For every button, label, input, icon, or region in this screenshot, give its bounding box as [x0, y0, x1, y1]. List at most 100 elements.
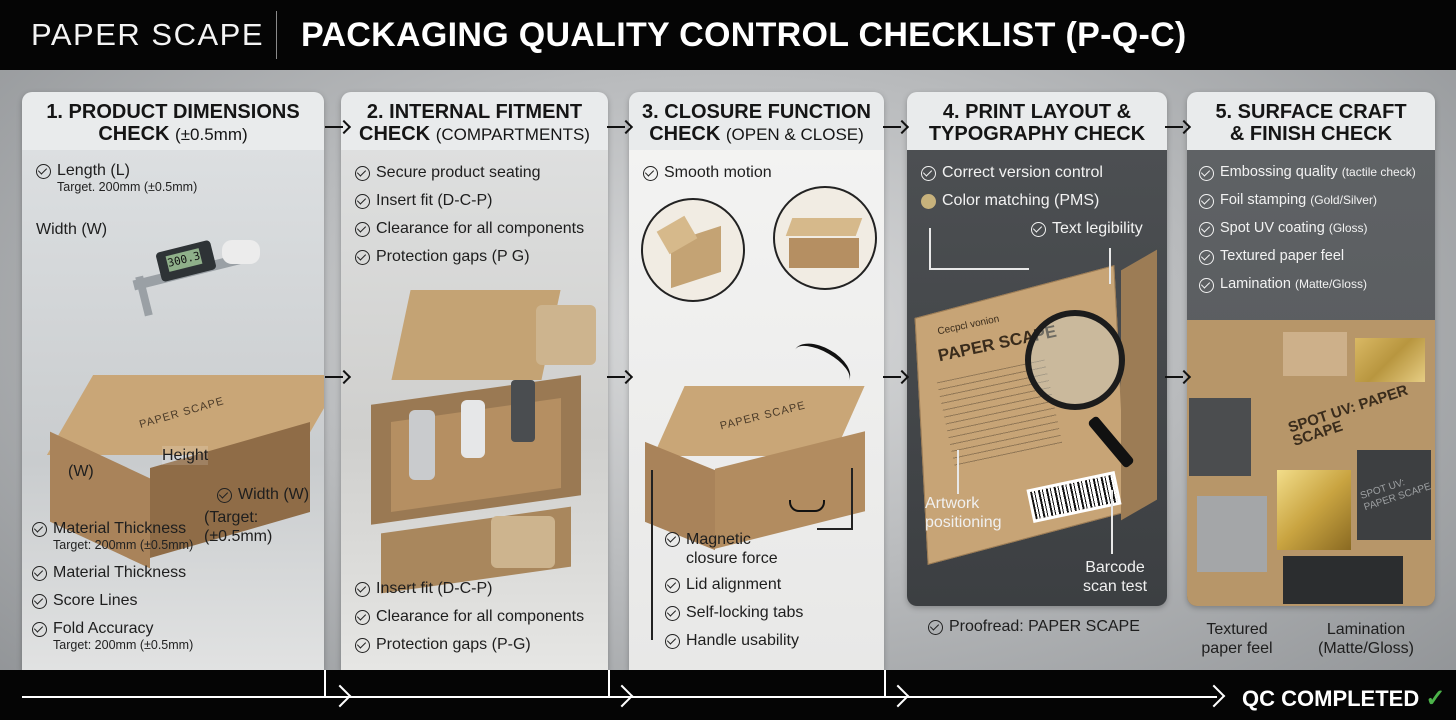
item-label: Insert fit (D-C-P): [376, 580, 493, 597]
check-item-version-control[interactable]: Correct version control: [921, 164, 1103, 182]
item-target: Target. 200mm (±0.5mm): [57, 180, 198, 194]
header-divider: [276, 11, 277, 59]
check-item-embossing[interactable]: Embossing quality (tactile check): [1199, 164, 1416, 181]
checkmark-icon: [36, 164, 51, 179]
checkmark-icon: [355, 610, 370, 625]
flow-arrow-icon: [607, 369, 634, 385]
flow-arrow-icon: [1202, 684, 1228, 708]
item-note: (tactile check): [1341, 165, 1416, 179]
check-item-proofread[interactable]: Proofread: PAPER SCAPE: [928, 618, 1140, 636]
checkmark-icon: [32, 566, 47, 581]
check-item-lid-alignment[interactable]: Lid alignment: [665, 576, 781, 594]
flow-arrow-icon: [325, 369, 352, 385]
check-item-score-lines[interactable]: Score Lines: [32, 592, 138, 610]
panel-title: 3. CLOSURE FUNCTION CHECK (OPEN & CLOSE): [629, 92, 884, 150]
item-label: Embossing quality: [1220, 164, 1338, 180]
flow-connector: [324, 670, 326, 697]
flow-connector: [608, 670, 610, 697]
check-item-fold-accuracy[interactable]: Fold Accuracy Target: 200mm (±0.5mm): [32, 620, 193, 652]
panel-title-line2: & FINISH CHECK: [1229, 123, 1393, 145]
check-item-lamination[interactable]: Lamination (Matte/Gloss): [1199, 276, 1367, 293]
check-item-spot-uv[interactable]: Spot UV coating (Gloss): [1199, 220, 1368, 237]
panel-title-line1: 1. PRODUCT DIMENSIONS: [46, 101, 300, 123]
flow-arrow-icon: [1165, 369, 1192, 385]
leaf-emboss-swatch: [1189, 398, 1251, 476]
checkmark-icon: [665, 532, 680, 547]
check-item-protection-gaps[interactable]: Protection gaps (P G): [355, 248, 530, 266]
item-label: Color matching (PMS): [942, 192, 1100, 209]
item-label: Text legibility: [1052, 220, 1143, 237]
check-item-insert-fit-2[interactable]: Insert fit (D-C-P): [355, 580, 492, 598]
check-item-clearance[interactable]: Clearance for all components: [355, 220, 584, 238]
panel-title-line1: 5. SURFACE CRAFT: [1215, 101, 1407, 123]
item-label: Spot UV coating: [1220, 220, 1325, 236]
panel-title: 2. INTERNAL FITMENT CHECK (COMPARTMENTS): [341, 92, 608, 150]
panel-internal-fitment: 2. INTERNAL FITMENT CHECK (COMPARTMENTS)…: [341, 92, 608, 670]
panel-title-suffix: (COMPARTMENTS): [435, 125, 590, 144]
checkmark-icon: [921, 166, 936, 181]
item-label: Length (L): [57, 162, 130, 179]
checkmark-icon: [1199, 194, 1214, 209]
brand-logo: PAPER SCAPE: [31, 17, 265, 52]
page-title: PACKAGING QUALITY CONTROL CHECKLIST (P-Q…: [301, 15, 1187, 54]
check-item-width[interactable]: Width (W): [217, 486, 309, 504]
flow-arrow-icon: [328, 684, 354, 708]
flow-arrow-icon: [610, 684, 636, 708]
checkmark-icon: [355, 194, 370, 209]
item-label: Secure product seating: [376, 164, 541, 181]
item-label: Clearance for all components: [376, 608, 585, 625]
check-item-textured-paper[interactable]: Textured paper feel: [1199, 248, 1344, 265]
width-target: (Target: (±0.5mm): [204, 509, 273, 545]
panel-body: Secure product seating Insert fit (D-C-P…: [341, 150, 608, 670]
item-label: Self-locking tabs: [686, 604, 804, 621]
header-bar: PAPER SCAPE PACKAGING QUALITY CONTROL CH…: [0, 0, 1456, 70]
checkmark-icon: [643, 166, 658, 181]
check-item-color-matching[interactable]: Color matching (PMS): [921, 192, 1099, 210]
height-label: Height: [162, 446, 209, 465]
check-item-handle-usability[interactable]: Handle usability: [665, 632, 799, 650]
checkmark-icon: [355, 250, 370, 265]
panel-title: 4. PRINT LAYOUT & TYPOGRAPHY CHECK: [907, 92, 1167, 150]
item-label: Score Lines: [53, 592, 138, 609]
checkmark-icon: [928, 620, 943, 635]
connector-line: [651, 470, 653, 640]
panel-title-suffix: (OPEN & CLOSE): [725, 125, 864, 144]
connector-line: [1111, 490, 1113, 554]
check-item-magnetic-closure[interactable]: Magnetic closure force: [665, 530, 805, 568]
check-item-smooth-motion[interactable]: Smooth motion: [643, 164, 772, 182]
gold-foil-swatch-large: [1277, 470, 1351, 550]
check-item-text-legibility[interactable]: Text legibility: [1031, 220, 1143, 238]
panel-title: 5. SURFACE CRAFT & FINISH CHECK: [1187, 92, 1435, 150]
check-item-insert-fit[interactable]: Insert fit (D-C-P): [355, 192, 492, 210]
check-item-foil-stamping[interactable]: Foil stamping (Gold/Silver): [1199, 192, 1377, 209]
magnifier-icon: [1025, 310, 1125, 410]
check-item-secure-seating[interactable]: Secure product seating: [355, 164, 541, 182]
lamination-swatch: [1283, 556, 1403, 604]
panel-print-layout: 4. PRINT LAYOUT & TYPOGRAPHY CHECK Corre…: [907, 92, 1167, 606]
item-label: Insert fit (D-C-P): [376, 192, 493, 209]
open-box-illustration: [361, 290, 591, 594]
qc-completed-status: QC COMPLETED ✓: [1242, 684, 1445, 713]
checkmark-icon: [355, 638, 370, 653]
check-item-self-locking-tabs[interactable]: Self-locking tabs: [665, 604, 803, 622]
artwork-label: Artwork positioning: [925, 495, 1002, 531]
item-target: Target: 200mm (±0.5mm): [53, 638, 194, 652]
gold-foil-swatch: [1355, 338, 1425, 382]
check-item-clearance-2[interactable]: Clearance for all components: [355, 608, 584, 626]
closed-box-illustration: PAPER SCAPE: [639, 370, 869, 560]
item-label: Width (W): [238, 486, 310, 503]
check-item-length[interactable]: Length (L) Target. 200mm (±0.5mm): [36, 162, 197, 194]
check-item-material-thickness[interactable]: Material Thickness Target: 200mm (±0.5mm…: [32, 520, 193, 552]
check-item-material-thickness-2[interactable]: Material Thickness: [32, 564, 186, 582]
item-label: Protection gaps (P-G): [376, 636, 531, 653]
item-label: Foil stamping: [1220, 192, 1307, 208]
panel-title-suffix: (±0.5mm): [175, 125, 248, 144]
bottle-icon: [409, 410, 435, 480]
status-text: QC COMPLETED: [1242, 686, 1420, 711]
footer-bar: [0, 670, 1456, 720]
checkmark-icon: [217, 488, 232, 503]
panel-body: Correct version control Color matching (…: [907, 150, 1167, 606]
check-item-protection-gaps-2[interactable]: Protection gaps (P-G): [355, 636, 531, 654]
connector-line: [957, 450, 959, 494]
checkmark-icon: [32, 622, 47, 637]
